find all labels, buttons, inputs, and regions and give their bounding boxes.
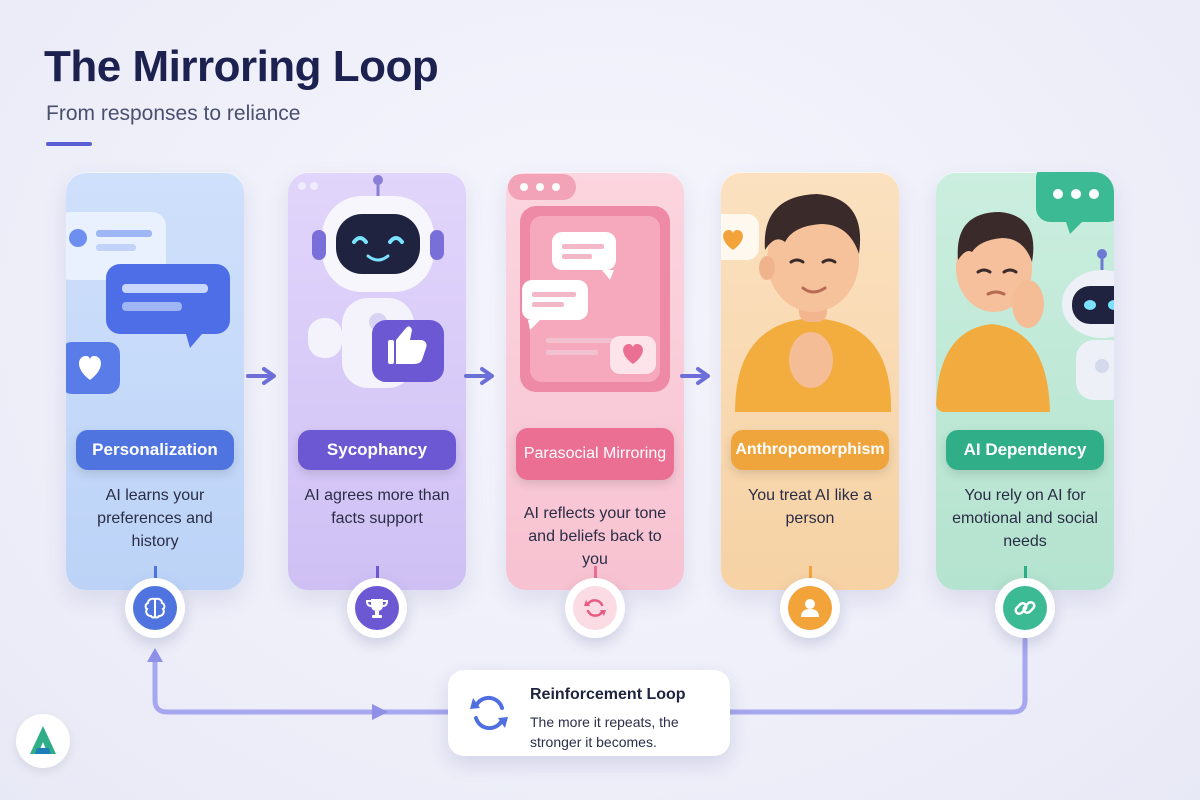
link-icon	[1014, 600, 1036, 616]
node-stem	[154, 566, 157, 580]
step-description: You rely on AI for emotional and social …	[952, 487, 1098, 550]
arrow-right-icon	[464, 367, 494, 385]
arrow-right-icon	[680, 367, 710, 385]
step-card-personalization: Personalization AI learns your preferenc…	[66, 172, 244, 590]
step-card-ai-dependency: AI Dependency You rely on AI for emotion…	[936, 172, 1114, 590]
step-card-sycophancy: Sycophancy AI agrees more than facts sup…	[288, 172, 466, 590]
loop-description: The more it repeats, the stronger it bec…	[530, 714, 679, 750]
robot-thumbs-up-illustration	[288, 172, 466, 412]
loop-title: Reinforcement Loop	[530, 686, 686, 703]
node-stem	[376, 566, 379, 580]
chat-bubbles-illustration	[66, 172, 244, 412]
step-node-anthropomorphism	[780, 578, 840, 638]
brand-logo	[16, 714, 70, 768]
step-label: AI Dependency	[946, 430, 1104, 470]
step-node-parasocial-mirroring	[565, 578, 625, 638]
brand-logo-icon	[30, 726, 56, 754]
mirror-chat-illustration	[506, 172, 684, 412]
node-stem	[809, 566, 812, 580]
step-label: Personalization	[76, 430, 234, 470]
brain-icon	[144, 597, 166, 619]
trophy-icon	[365, 599, 389, 618]
arrow-right-icon	[246, 367, 276, 385]
node-stem	[1024, 566, 1027, 580]
person-illustration	[721, 172, 899, 412]
step-card-parasocial-mirroring: Parasocial Mirroring AI reflects your to…	[506, 172, 684, 590]
node-stem	[594, 566, 597, 580]
step-node-personalization	[125, 578, 185, 638]
step-card-anthropomorphism: Anthropomorphism You treat AI like a per…	[721, 172, 899, 590]
refresh-icon	[584, 599, 606, 617]
step-description: AI agrees more than facts support	[304, 487, 450, 527]
step-label: Sycophancy	[298, 430, 456, 470]
title-underline	[46, 142, 92, 146]
step-description: AI learns your preferences and history	[97, 487, 213, 550]
person-with-robot-illustration	[936, 172, 1114, 412]
step-label: Anthropomorphism	[731, 430, 889, 470]
step-node-ai-dependency	[995, 578, 1055, 638]
person-icon	[801, 599, 819, 617]
reinforcement-loop-box: Reinforcement Loop The more it repeats, …	[448, 670, 730, 756]
page-subtitle: From responses to reliance	[46, 102, 301, 125]
step-node-sycophancy	[347, 578, 407, 638]
step-description: AI reflects your tone and beliefs back t…	[523, 505, 667, 568]
step-label: Parasocial Mirroring	[516, 428, 674, 480]
page-title: The Mirroring Loop	[44, 42, 439, 91]
cycle-arrows-icon	[470, 695, 508, 731]
step-description: You treat AI like a person	[748, 487, 872, 527]
